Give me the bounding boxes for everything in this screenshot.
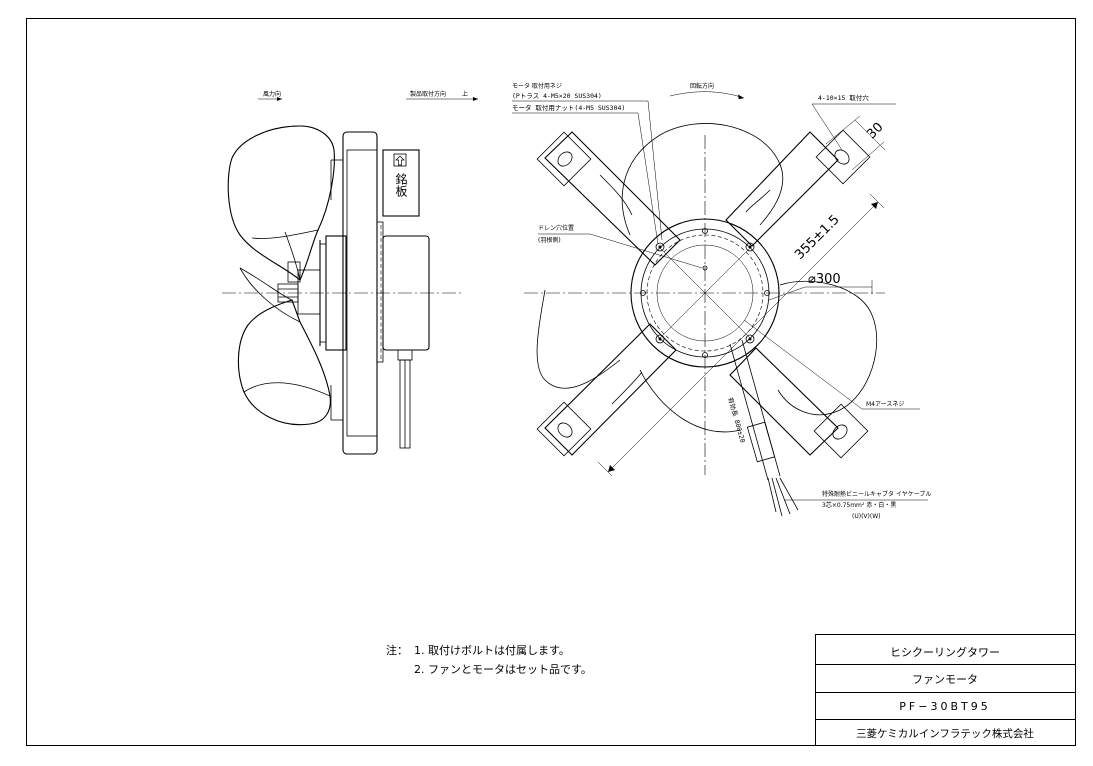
- title-model: PF−30BT95: [899, 700, 990, 713]
- cable-phases: (U)(V)(W): [852, 513, 880, 520]
- title-product: ヒシクーリングタワー: [890, 645, 1000, 659]
- cable-length-label: 有効長 800±20: [726, 396, 748, 444]
- mount-hole-label: 4-10×15 取付穴: [818, 93, 869, 102]
- front-blade-left: [536, 289, 621, 389]
- notes: 注： 1. 取付けボルトは付属します。 2. ファンとモータはセット品です。: [386, 643, 592, 676]
- cable-label: 特殊耐熱ビニールキャブタ イヤケーブル: [822, 490, 931, 498]
- upper-blade: [227, 125, 335, 281]
- motor-screw-spec: (Pトラス 4-M5×20 SUS304): [512, 92, 602, 100]
- cable-spec: 3芯×0.75mm² 赤・白・黒: [822, 501, 896, 509]
- rotation-label: 回転方向: [690, 82, 714, 90]
- motor-bolts: [640, 228, 770, 358]
- dim-300: ⌀300: [808, 272, 841, 287]
- note-1: 1. 取付けボルトは付属します。: [414, 644, 570, 657]
- front-blade-top: [621, 123, 784, 236]
- airflow-label: 風力向: [263, 90, 281, 98]
- motor-screw-label: モータ 取付用ネジ: [512, 82, 562, 90]
- title-company: 三菱ケミカルインフラテック株式会社: [856, 727, 1034, 740]
- title-block: ヒシクーリングタワー ファンモータ PF−30BT95 三菱ケミカルインフラテッ…: [815, 634, 1076, 746]
- notes-prefix: 注：: [386, 643, 408, 657]
- mount-direction-mark: 上: [462, 90, 468, 98]
- dim-355: 355±1.5: [792, 212, 842, 262]
- front-blade-right: [777, 280, 878, 416]
- dim-30: 30: [864, 120, 886, 142]
- motor-outer-ring: [630, 218, 780, 368]
- front-cable: [729, 339, 799, 517]
- front-view: 回転方向 モータ 取付用ネジ (Pトラス 4-M5×20 SUS304) モータ…: [512, 82, 931, 520]
- drawing-border: [26, 18, 1076, 746]
- drain-label-side: (羽根側): [538, 236, 561, 244]
- earth-screw-label: M4アースネジ: [866, 401, 904, 408]
- label-plate-text: 銘板: [394, 172, 408, 198]
- note-2: 2. ファンとモータはセット品です。: [414, 663, 592, 676]
- motor-nut-label: モータ 取付用ナット(4-M5 SUS304): [512, 103, 625, 112]
- mount-direction-label: 製品取付方向: [410, 90, 446, 98]
- drain-label: ドレン穴位置: [538, 224, 574, 232]
- lower-blade: [237, 299, 331, 426]
- side-view: 風力向 製品取付方向 上: [222, 90, 478, 455]
- mount-holes: [536, 129, 871, 459]
- label-plate: [382, 149, 420, 217]
- title-part: ファンモータ: [912, 673, 978, 686]
